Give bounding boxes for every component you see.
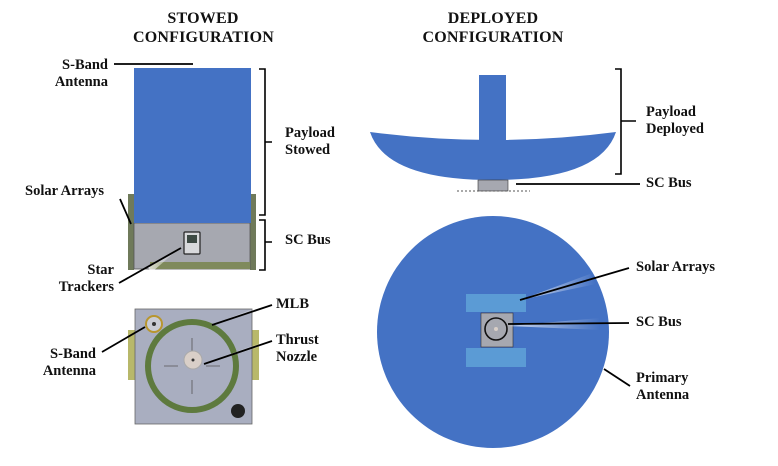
label-line: S-Band (50, 346, 96, 362)
label-line: Primary (636, 370, 689, 386)
deployed-title-line2: CONFIGURATION (422, 29, 564, 46)
star-tracker-lens (187, 235, 197, 243)
leader-star-trackers (118, 247, 182, 284)
label-sc-bus-deployed-top: SC Bus (636, 314, 682, 330)
deployed-sc-bus-side (477, 179, 509, 192)
deployed-solar-array-top (466, 294, 526, 312)
label-payload-deployed: Payload Deployed (646, 104, 704, 138)
leader-mlb (211, 304, 273, 326)
label-line: Deployed (646, 121, 704, 137)
stowed-bottom-side-left (128, 330, 135, 380)
label-primary-antenna: Primary Antenna (636, 370, 689, 404)
stowed-solar-array-left (128, 194, 134, 270)
label-line: Star (87, 262, 114, 278)
stowed-title-line1: STOWED (167, 10, 239, 27)
deployed-side-view (370, 68, 640, 192)
label-solar-arrays-deployed: Solar Arrays (636, 259, 716, 275)
deployed-feed-mast (479, 75, 506, 145)
label-star-trackers: Star Trackers (50, 262, 114, 296)
mlb-ring (145, 319, 239, 413)
label-line: Payload (285, 125, 335, 141)
leader-sc-bus-top (507, 322, 630, 325)
label-line: S-Band (62, 57, 108, 73)
deployed-title-line1: DEPLOYED (447, 10, 539, 27)
label-line: Trackers (58, 279, 114, 295)
stowed-solar-array-right (250, 194, 256, 270)
bracket-payload-stowed (259, 68, 272, 216)
label-line: Antenna (54, 74, 108, 90)
label-line: Thrust (276, 332, 319, 348)
deployed-title: DEPLOYED CONFIGURATION (408, 9, 578, 47)
stowed-bottom-view (101, 303, 273, 425)
leader-thrust-nozzle (203, 340, 273, 365)
label-line: Stowed (285, 142, 331, 158)
leader-s-band-bottom (101, 326, 146, 353)
label-line: Nozzle (276, 349, 318, 365)
label-line: Antenna (636, 387, 690, 403)
label-line: Payload (646, 104, 696, 120)
deployed-top-view (377, 216, 631, 448)
label-solar-arrays-stowed: Solar Arrays (25, 183, 105, 199)
deployed-solar-array-bottom (466, 348, 526, 367)
payload-stowed-block (134, 68, 251, 223)
bottom-view-dark-port (231, 404, 245, 418)
label-payload-stowed: Payload Stowed (285, 125, 335, 159)
label-mlb: MLB (276, 296, 310, 312)
label-s-band-antenna-top: S-Band Antenna (44, 57, 108, 91)
label-sc-bus-deployed-side: SC Bus (646, 175, 692, 191)
leader-primary-antenna (603, 368, 631, 387)
stowed-title-line2: CONFIGURATION (133, 29, 274, 46)
label-thrust-nozzle: Thrust Nozzle (276, 332, 319, 366)
deployed-reflector (370, 132, 616, 180)
bracket-sc-bus-stowed (259, 219, 272, 271)
label-line: Antenna (42, 363, 96, 379)
leader-solar-arrays-stowed (119, 198, 132, 225)
stowed-side-view (114, 63, 272, 284)
stowed-bus-base (150, 262, 250, 269)
stowed-title: STOWED CONFIGURATION (133, 9, 274, 47)
label-sc-bus-stowed: SC Bus (285, 232, 331, 248)
bracket-payload-deployed (615, 68, 636, 175)
stowed-bottom-side-right (252, 330, 259, 380)
label-s-band-antenna-bottom: S-Band Antenna (30, 346, 96, 380)
leader-solar-arrays-deployed (519, 267, 630, 301)
